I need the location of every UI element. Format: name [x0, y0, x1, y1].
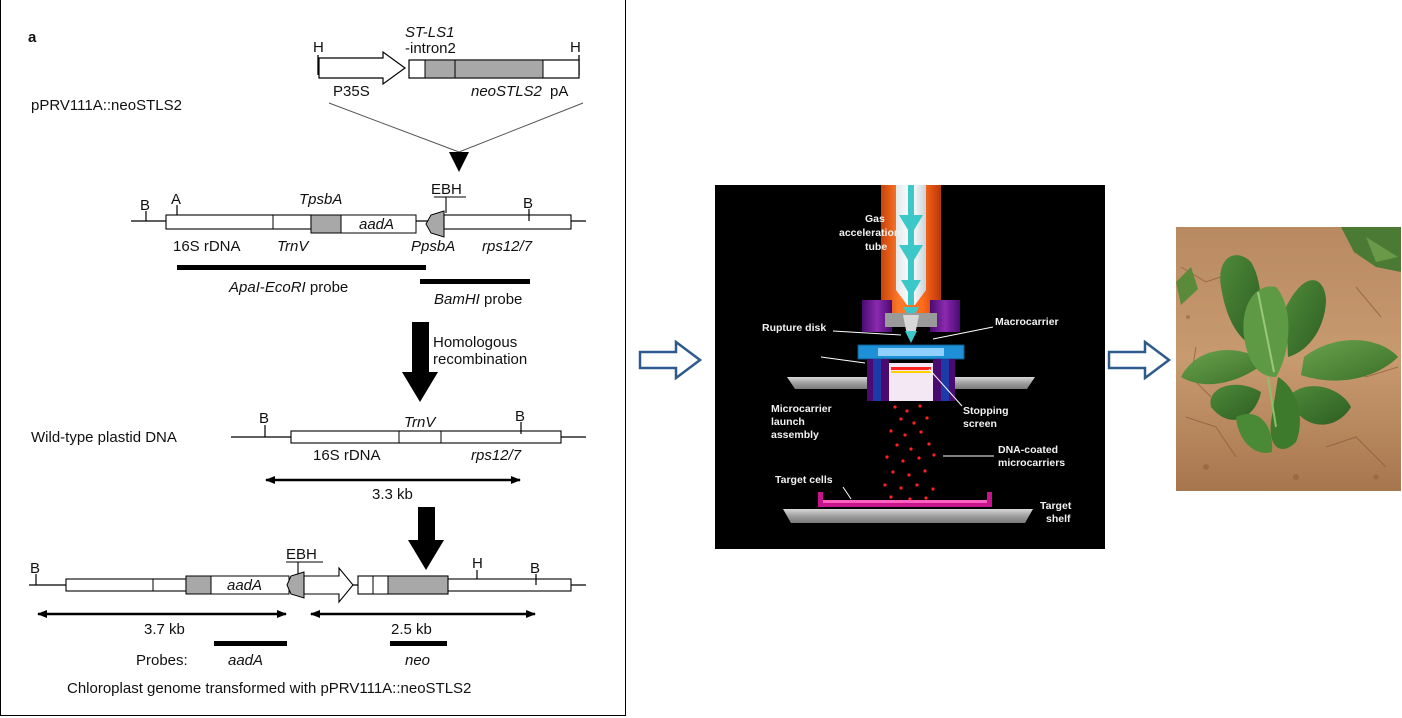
target-shelf	[783, 509, 1033, 523]
wildtype-title: Wild-type plastid DNA	[31, 429, 177, 446]
insertion-arrowhead	[449, 152, 469, 172]
target-cells-label: Target cells	[775, 474, 833, 486]
expression-cassette: H H P35S ST-LS1 -intron2 neoSTLS2 pA pPR…	[31, 24, 584, 172]
transformation-arrow	[408, 507, 444, 570]
size-left: 3.7 kb	[144, 621, 185, 638]
gene-gun-diagram: Gas acceleration tube Rupture disk Macro…	[762, 185, 1072, 525]
target-cells-dish	[818, 492, 992, 507]
transformation-diagram: a H H P35S ST-LS1 -intron2 neoSTLS2 pA p…	[28, 24, 586, 697]
shelf-label-line2: shelf	[1046, 513, 1071, 525]
recombination-step: Homologous recombination	[402, 322, 527, 402]
macrocarrier-label: Macrocarrier	[995, 316, 1059, 328]
stopping-label-line2: screen	[963, 418, 997, 430]
transformed-caption: Chloroplast genome transformed with pPRV…	[67, 680, 471, 697]
wildtype-size: 3.3 kb	[372, 486, 413, 503]
ppsba-label: PpsbA	[411, 238, 455, 255]
tobacco-plant-image	[1176, 227, 1401, 491]
apai-ecori-probe-label: ApaI-EcoRI probe	[228, 279, 348, 296]
ebh-sites: EBH	[431, 181, 462, 198]
a-site: A	[171, 191, 181, 208]
b-site-right: B	[530, 560, 540, 577]
gene-gun-illustration: Gas acceleration tube Rupture disk Macro…	[715, 185, 1105, 549]
apai-ecori-probe-bar	[177, 265, 426, 270]
rps-label: rps12/7	[482, 238, 533, 255]
intron-box	[372, 575, 389, 595]
panel-label: a	[28, 29, 37, 46]
flow-arrow-right-icon	[1107, 340, 1172, 380]
b-site-right: B	[515, 408, 525, 425]
b-site-right: B	[523, 195, 533, 212]
background-plant	[1176, 227, 1401, 305]
vector-map: B A EBH TpsbA B aadA 16S rDNA TrnV PpsbA…	[131, 181, 586, 308]
gas-label-line3: tube	[865, 241, 887, 253]
dna-label-line2: microcarriers	[998, 457, 1065, 469]
rdna-label: 16S rDNA	[173, 238, 241, 255]
tpsba-box	[185, 575, 212, 595]
rupture-disk-housing	[862, 300, 960, 343]
aada-label: aadA	[359, 216, 394, 233]
p35s-promoter-arrow	[318, 50, 407, 86]
polya-label: pA	[550, 83, 568, 100]
recombination-line2: recombination	[433, 351, 527, 368]
aada-probe-label: aadA	[228, 652, 263, 669]
ppsba-arrow	[286, 571, 305, 599]
aada-probe-bar	[214, 641, 287, 646]
bamhi-probe-label: BamHI probe	[434, 291, 522, 308]
h-site-left: H	[313, 39, 324, 56]
wildtype-map: Wild-type plastid DNA B TrnV B 16S rDNA …	[31, 408, 586, 503]
rupture-disk-label: Rupture disk	[762, 322, 826, 334]
neo-probe-bar	[390, 641, 447, 646]
rps-label: rps12/7	[471, 447, 522, 464]
launch-label-line3: assembly	[771, 429, 819, 441]
shelf-label-line1: Target	[1040, 500, 1072, 512]
promoter-arrow	[303, 566, 354, 604]
recombination-line1: Homologous	[433, 334, 517, 351]
b-site-left: B	[30, 560, 40, 577]
transformed-map: B aadA EBH H B 3.7 kb 2.5 kb Probes: aad…	[29, 546, 586, 697]
bamhi-probe-bar	[420, 279, 530, 284]
promoter-label: P35S	[333, 83, 370, 100]
aada-box	[340, 214, 417, 234]
stopping-label-line1: Stopping	[963, 405, 1009, 417]
h-site: H	[472, 555, 483, 572]
ppsba-arrow	[425, 210, 445, 238]
construct-name: pPRV111A::neoSTLS2	[31, 97, 182, 114]
b-site-left: B	[259, 410, 269, 427]
gene-label: neoSTLS2	[471, 83, 543, 100]
flow-arrow-right-icon	[638, 340, 703, 380]
aada-label: aadA	[227, 577, 262, 594]
launch-label-line1: Microcarrier	[771, 403, 832, 415]
intron-label-line1: ST-LS1	[405, 24, 454, 41]
trnv-label: TrnV	[404, 414, 437, 431]
size-right: 2.5 kb	[391, 621, 432, 638]
gas-label-line2: acceleration	[839, 227, 900, 239]
h-site-right: H	[570, 39, 581, 56]
dna-coated-microcarriers	[883, 404, 936, 501]
probes-label: Probes:	[136, 652, 188, 669]
callout-lines	[820, 326, 994, 500]
neo-probe-label: neo	[405, 652, 430, 669]
neostls2-box	[454, 59, 544, 79]
tobacco-plant-photo	[1176, 227, 1401, 491]
trnv-label: TrnV	[277, 238, 310, 255]
intron-box	[424, 59, 456, 79]
neo-box	[387, 575, 449, 595]
transformation-diagram-panel: a H H P35S ST-LS1 -intron2 neoSTLS2 pA p…	[0, 0, 626, 716]
intron-label-line2: -intron2	[405, 40, 456, 57]
tobacco-plant	[1181, 255, 1398, 453]
b-site-left: B	[140, 197, 150, 214]
tpsba-label: TpsbA	[299, 191, 342, 208]
tpsba-box	[310, 214, 342, 234]
rdna-label: 16S rDNA	[313, 447, 381, 464]
ebh-sites: EBH	[286, 546, 317, 563]
microcarrier-launch-assembly	[867, 359, 955, 401]
launch-label-line2: launch	[771, 416, 805, 428]
gas-label-line1: Gas	[865, 213, 885, 225]
dna-label-line1: DNA-coated	[998, 444, 1058, 456]
recombination-arrow	[402, 322, 438, 402]
